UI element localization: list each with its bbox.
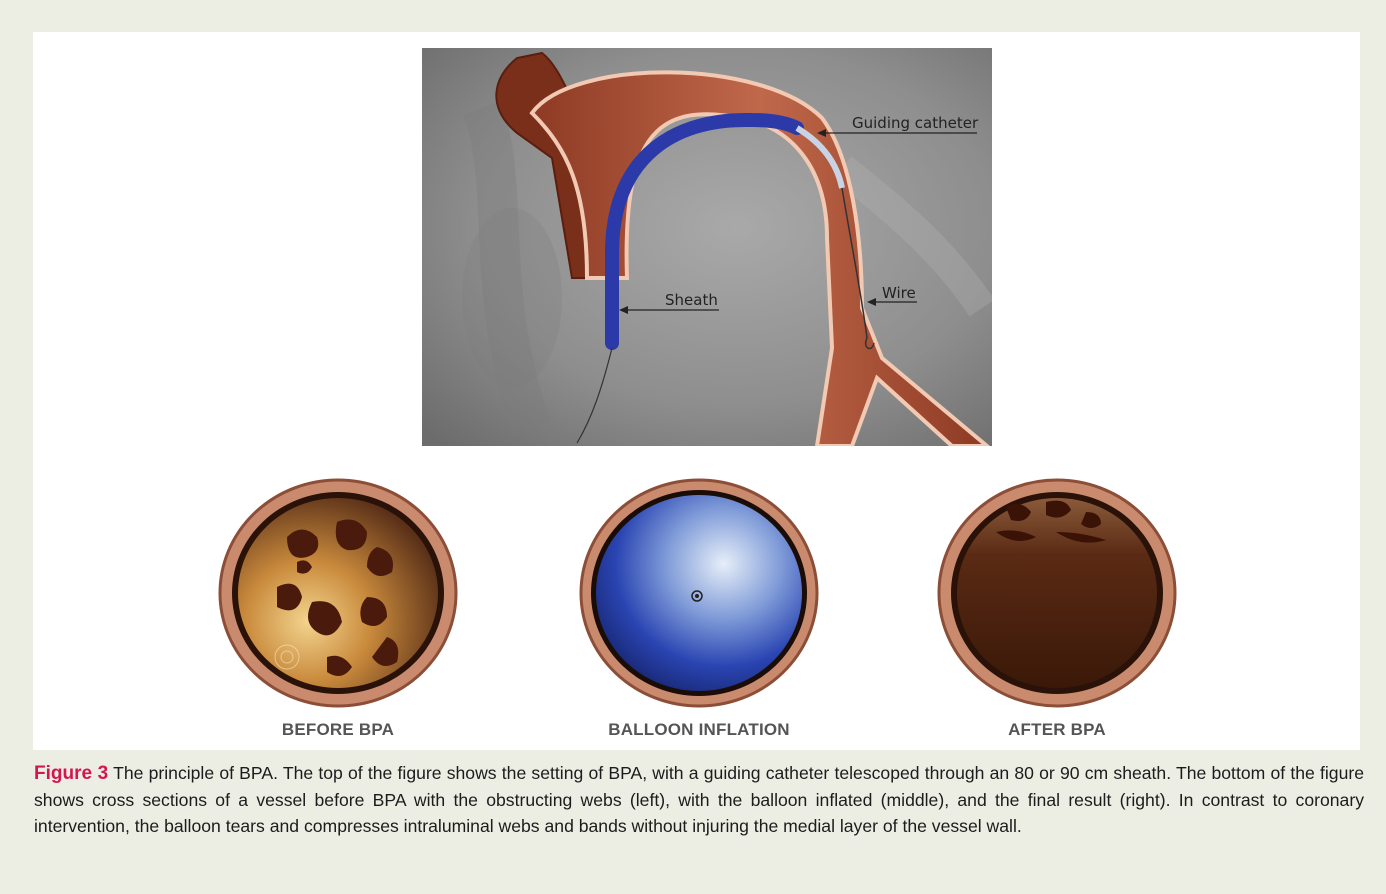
before-bpa-cross-section xyxy=(217,477,459,709)
sheath-label: Sheath xyxy=(665,291,718,309)
caption-text: The principle of BPA. The top of the fig… xyxy=(34,763,1364,836)
after-bpa-label: AFTER BPA xyxy=(907,720,1207,740)
figure-label: Figure 3 xyxy=(34,763,108,784)
after-bpa-cross-section xyxy=(936,477,1178,709)
balloon-inflation-cross-section xyxy=(578,477,820,709)
guiding-catheter-label: Guiding catheter xyxy=(852,114,979,132)
before-bpa-label: BEFORE BPA xyxy=(188,720,488,740)
balloon-inflation-label: BALLOON INFLATION xyxy=(549,720,849,740)
wire-label: Wire xyxy=(882,284,916,302)
bpa-setting-illustration: Guiding catheter Wire Sheath xyxy=(422,48,992,446)
balloon xyxy=(596,495,802,691)
figure-panel: Guiding catheter Wire Sheath xyxy=(33,32,1360,750)
figure-caption: Figure 3 The principle of BPA. The top o… xyxy=(34,760,1364,839)
